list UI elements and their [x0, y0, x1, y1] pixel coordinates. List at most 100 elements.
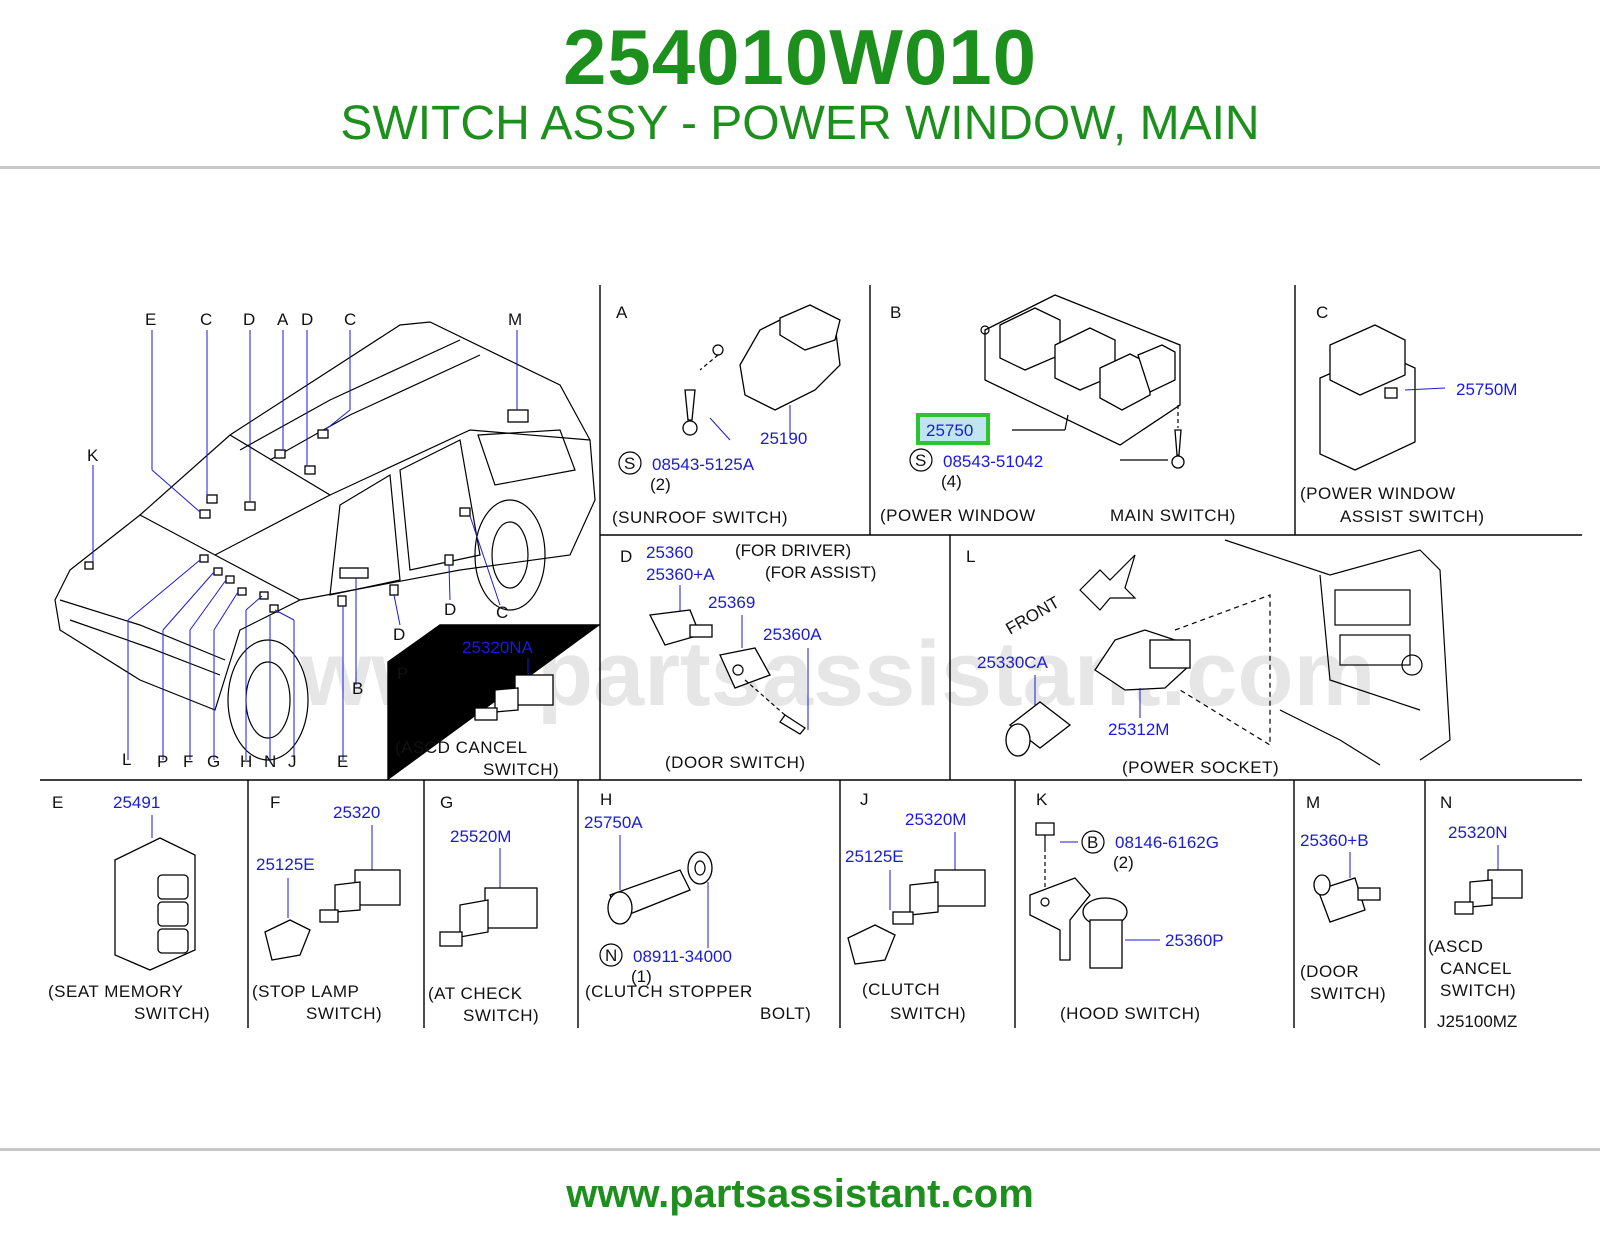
callout-letter: H — [240, 752, 252, 771]
callout-letter: E — [145, 310, 156, 329]
part-number-label: 25330CA — [977, 653, 1049, 672]
callout-letter: N — [264, 752, 276, 771]
part-number-label: 25320N — [1448, 823, 1508, 842]
panel-grid — [40, 285, 1582, 1028]
symbol-label: B — [1087, 833, 1098, 852]
panel-caption: (ASCD CANCEL — [395, 738, 528, 757]
part-number-label: 25750M — [1456, 380, 1517, 399]
panel-caption: MAIN SWITCH) — [1110, 506, 1236, 525]
callout-letter: C — [344, 310, 356, 329]
symbol-label: S — [915, 451, 926, 470]
symbol-label: S — [624, 454, 635, 473]
panel-p-ascd-cancel-switch: P 25320NA (ASCD CANCEL SWITCH) — [395, 638, 559, 779]
quantity-label: (4) — [941, 472, 962, 491]
part-number-label: 25360A — [763, 625, 822, 644]
callout-letter: J — [288, 752, 297, 771]
panel-caption: BOLT) — [760, 1004, 811, 1023]
part-number-label: 25520M — [450, 827, 511, 846]
part-number-label: 25750A — [584, 813, 643, 832]
panel-caption: (CLUTCH STOPPER — [585, 982, 753, 1001]
panel-letter: H — [600, 790, 612, 809]
parts-diagram: www.partsassistant.com — [40, 285, 1582, 1031]
panel-caption: (SEAT MEMORY — [48, 982, 183, 1001]
panel-caption: (DOOR — [1300, 962, 1359, 981]
callout-letter: D — [243, 310, 255, 329]
vehicle-overview-panel: E C D A D C M K D C D B E L P F G H N J — [54, 310, 596, 771]
panel-e-seat-memory-switch: E 25491 (SEAT MEMORY SWITCH) — [48, 793, 210, 1023]
panel-c-power-window-assist-switch: C 25750M (POWER WINDOW ASSIST SWITCH) — [1300, 303, 1517, 526]
header-divider — [0, 166, 1600, 169]
page-header: 254010W010 SWITCH ASSY - POWER WINDOW, M… — [0, 0, 1600, 168]
panel-caption: (POWER WINDOW — [1300, 484, 1456, 503]
part-number-label: 08146-6162G — [1115, 833, 1219, 852]
panel-caption: (DOOR SWITCH) — [665, 753, 806, 772]
panel-letter: P — [397, 664, 408, 683]
panel-caption: SWITCH) — [1440, 981, 1516, 1000]
panel-g-at-check-switch: G 25520M (AT CHECK SWITCH) — [428, 793, 539, 1025]
part-number-label: 25360 — [646, 543, 693, 562]
panel-letter: E — [52, 793, 63, 812]
panel-caption: (ASCD — [1428, 937, 1483, 956]
panel-m-door-switch: M 25360+B (DOOR SWITCH) — [1300, 793, 1386, 1003]
panel-letter: K — [1036, 790, 1048, 809]
part-number-label: 25360+B — [1300, 831, 1369, 850]
footer-divider — [0, 1148, 1600, 1151]
highlight-box — [916, 413, 990, 445]
callout-letter: P — [157, 752, 168, 771]
callout-letter: A — [277, 310, 289, 329]
panel-caption: SWITCH) — [134, 1004, 210, 1023]
panel-n-ascd-cancel-switch: N 25320N (ASCD CANCEL SWITCH) J25100MZ — [1428, 793, 1523, 1031]
panel-caption: CANCEL — [1440, 959, 1512, 978]
diagram-code: J25100MZ — [1437, 1012, 1517, 1031]
panel-letter: M — [1306, 793, 1320, 812]
footer-website-link[interactable]: www.partsassistant.com — [566, 1172, 1034, 1216]
callout-letter: E — [337, 752, 348, 771]
part-number-label: 08543-51042 — [943, 452, 1043, 471]
panel-caption: (CLUTCH — [862, 980, 940, 999]
note-text: (FOR ASSIST) — [765, 563, 876, 582]
panel-letter: L — [966, 547, 975, 566]
part-number-label: 25312M — [1108, 720, 1169, 739]
panel-letter: F — [270, 793, 280, 812]
callout-letter: C — [200, 310, 212, 329]
part-number-label: 08911-34000 — [633, 947, 732, 966]
part-number-label: 25320M — [905, 810, 966, 829]
callout-letter: M — [508, 310, 522, 329]
panel-a-sunroof-switch: A 25190 S 08543-5125A (2) (SUNROOF SWITC… — [612, 303, 841, 527]
callout-letter: F — [183, 752, 193, 771]
panel-caption: (POWER WINDOW — [880, 506, 1036, 525]
panel-caption: SWITCH) — [463, 1006, 539, 1025]
panel-letter: B — [890, 303, 901, 322]
part-number-label: 25360+A — [646, 565, 715, 584]
panel-caption: (AT CHECK — [428, 984, 523, 1003]
part-number-label: 25360P — [1165, 931, 1224, 950]
panel-caption: SWITCH) — [1310, 984, 1386, 1003]
panel-caption: (POWER SOCKET) — [1122, 758, 1279, 777]
panel-caption: SWITCH) — [306, 1004, 382, 1023]
panel-caption: (HOOD SWITCH) — [1060, 1004, 1201, 1023]
quantity-label: (2) — [650, 475, 671, 494]
panel-f-stop-lamp-switch: F 25320 25125E (STOP LAMP SWITCH) — [252, 793, 401, 1023]
callout-letter: K — [87, 446, 99, 465]
panel-j-clutch-switch: J 25320M 25125E (CLUTCH SWITCH) — [845, 790, 986, 1023]
part-number-label: 25125E — [845, 847, 904, 866]
panel-k-hood-switch: K B 08146-6162G (2) 25360P (HOOD SWITCH) — [1029, 790, 1224, 1023]
part-number-label: 08543-5125A — [652, 455, 755, 474]
part-number-label: 25369 — [708, 593, 755, 612]
part-description: SWITCH ASSY - POWER WINDOW, MAIN — [340, 97, 1260, 150]
quantity-label: (1) — [631, 967, 652, 986]
symbol-label: N — [605, 946, 617, 965]
part-number-label: 25320NA — [462, 638, 534, 657]
callout-letter: C — [496, 603, 508, 622]
panel-letter: J — [860, 790, 869, 809]
panel-caption: SWITCH) — [890, 1004, 966, 1023]
panel-letter: A — [616, 303, 628, 322]
callout-letter: B — [352, 679, 363, 698]
callout-letter: G — [207, 752, 220, 771]
panel-caption: ASSIST SWITCH) — [1340, 507, 1485, 526]
panel-d-door-switch: D 25360 (FOR DRIVER) 25360+A (FOR ASSIST… — [620, 541, 876, 772]
part-number-label: 25320 — [333, 803, 380, 822]
panel-b-power-window-main-switch: B 25750 S 08543-51042 (4) (POWER WINDOW … — [880, 294, 1236, 525]
callout-letter: D — [444, 600, 456, 619]
panel-caption: (SUNROOF SWITCH) — [612, 508, 788, 527]
